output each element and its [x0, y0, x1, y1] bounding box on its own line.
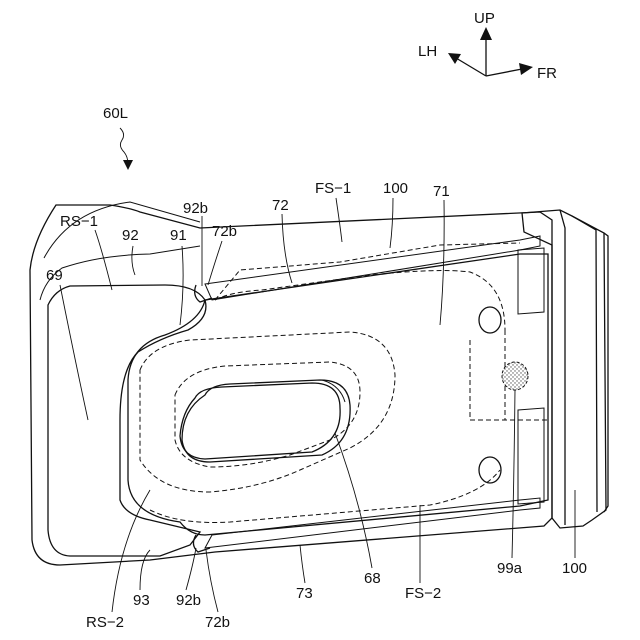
lower-right-pad: [518, 408, 544, 504]
dashed-inner-top: [215, 271, 505, 330]
rear-skin-inner: [40, 246, 200, 300]
label-71: 71: [433, 183, 450, 200]
up-arrow-head: [480, 27, 492, 40]
lh-arrow-head: [448, 53, 461, 64]
upper-right-pad: [518, 248, 544, 314]
label-93: 93: [133, 592, 150, 609]
fastener-99a: [502, 362, 528, 390]
outer-shell: [30, 205, 552, 565]
lh-label: LH: [418, 43, 437, 60]
fr-arrow-head: [519, 63, 533, 75]
dashed-inner-recess: [175, 362, 360, 467]
fr-arrow-line: [486, 69, 522, 76]
label-72b-top: 72b: [212, 223, 237, 240]
label-100-top: 100: [383, 180, 408, 197]
part-number-leader: [120, 128, 128, 164]
label-68: 68: [364, 570, 381, 587]
label-92b-bottom: 92b: [176, 592, 201, 609]
label-rs2: RS−2: [86, 614, 124, 631]
main-plate-71: [128, 254, 548, 535]
fr-label: FR: [537, 65, 557, 82]
label-fs1: FS−1: [315, 180, 351, 197]
label-69: 69: [46, 267, 63, 284]
label-fs2: FS−2: [405, 585, 441, 602]
label-91: 91: [170, 227, 187, 244]
front-cushion-100: [522, 210, 608, 528]
label-100-bottom: 100: [562, 560, 587, 577]
lower-hole: [479, 457, 501, 483]
bottom-edge-strip-73: [205, 498, 540, 548]
upper-hole: [479, 307, 501, 333]
slot-opening-68: [180, 380, 350, 462]
dashed-bottom-outline: [150, 470, 500, 523]
direction-indicator: UP LH FR: [418, 10, 557, 82]
part-number-label: 60L: [103, 105, 128, 122]
label-92: 92: [122, 227, 139, 244]
label-rs1: RS−1: [60, 213, 98, 230]
part-number-arrowhead: [123, 160, 133, 170]
label-92b-top: 92b: [183, 200, 208, 217]
label-72: 72: [272, 197, 289, 214]
label-72b-bottom: 72b: [205, 614, 230, 631]
up-label: UP: [474, 10, 495, 27]
label-73: 73: [296, 585, 313, 602]
leader-lines: [60, 198, 575, 612]
lh-arrow-line: [456, 58, 486, 76]
label-99a: 99a: [497, 560, 523, 577]
